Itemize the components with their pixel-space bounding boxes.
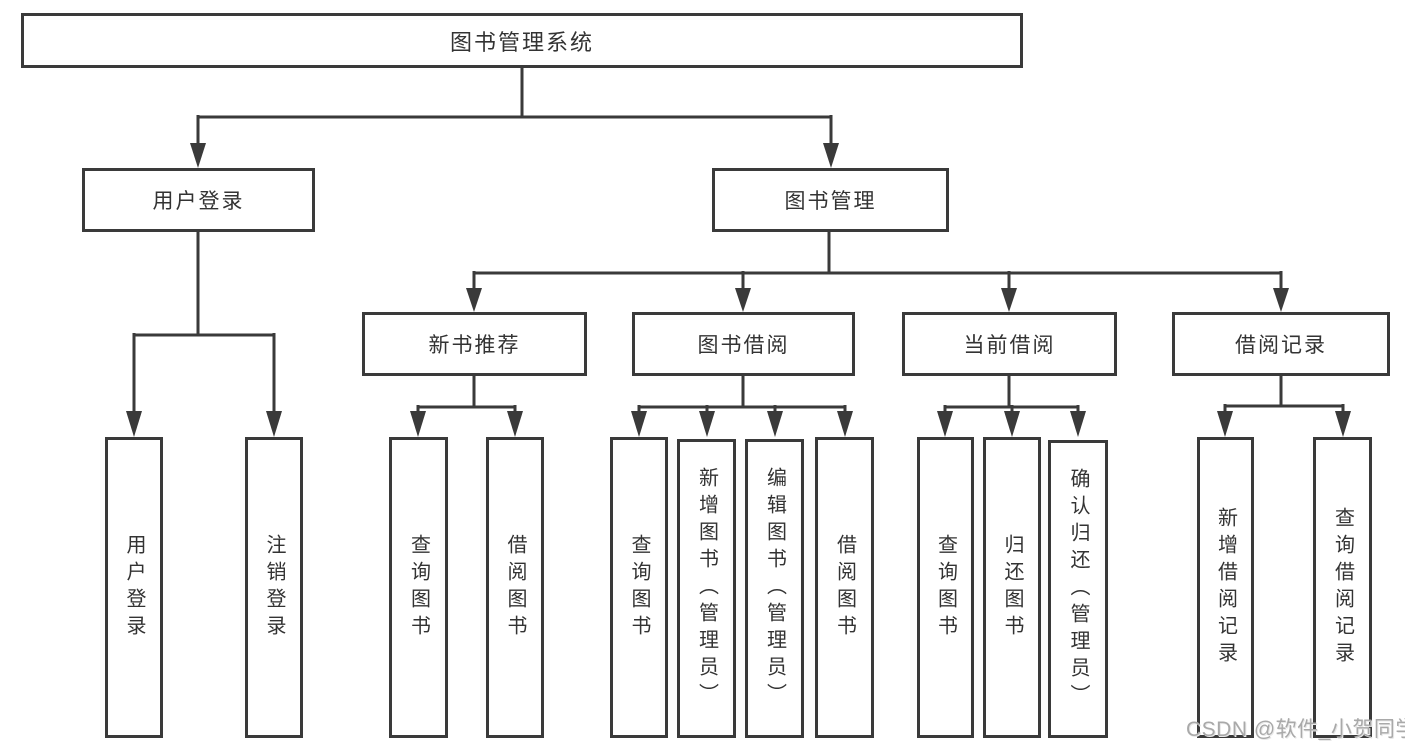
- leaf-query-books-recommend: 查询图书: [389, 437, 448, 738]
- leaf-borrow-books-recommend: 借阅图书: [486, 437, 544, 738]
- connector-records-to-leaves: [1223, 374, 1345, 414]
- node-user-login-label: 用户登录: [152, 190, 245, 213]
- arrowheads: [126, 143, 1351, 437]
- leaf-query-borrow-record-label: 查询借阅记录: [1331, 506, 1354, 669]
- leaf-query-borrow-record: 查询借阅记录: [1313, 437, 1372, 738]
- leaf-query-books-current-label: 查询图书: [934, 533, 957, 642]
- leaf-add-borrow-record: 新增借阅记录: [1197, 437, 1254, 738]
- node-new-book-recommend-label: 新书推荐: [428, 334, 521, 357]
- connector-bookmgmt-to-level3: [472, 230, 1283, 291]
- node-root-library-management-system: 图书管理系统: [21, 13, 1023, 68]
- connector-current-to-leaves: [943, 374, 1080, 414]
- leaf-borrow-books: 借阅图书: [815, 437, 874, 738]
- leaf-query-books-current: 查询图书: [917, 437, 974, 738]
- leaf-user-login-label: 用户登录: [123, 533, 145, 642]
- leaf-confirm-return-admin: 确认归还（管理员）: [1048, 440, 1108, 738]
- node-borrow-records-label: 借阅记录: [1235, 334, 1327, 357]
- leaf-borrow-books-label: 借阅图书: [833, 533, 856, 642]
- node-root-label: 图书管理系统: [449, 29, 594, 55]
- leaf-add-borrow-record-label: 新增借阅记录: [1214, 506, 1237, 669]
- leaf-logout: 注销登录: [245, 437, 303, 738]
- node-book-management-label: 图书管理: [784, 190, 877, 213]
- leaf-add-books-admin: 新增图书（管理员）: [677, 439, 736, 738]
- leaf-confirm-return-admin-label: 确认归还（管理员）: [1067, 467, 1089, 711]
- leaf-add-books-admin-label: 新增图书（管理员）: [695, 467, 718, 710]
- leaf-borrow-books-recommend-label: 借阅图书: [504, 533, 526, 642]
- leaf-edit-books-admin: 编辑图书（管理员）: [745, 439, 804, 738]
- leaf-user-login: 用户登录: [105, 437, 163, 738]
- connector-borrow-to-leaves: [637, 374, 847, 414]
- leaf-return-books-label: 归还图书: [1001, 533, 1023, 642]
- leaf-query-books-recommend-label: 查询图书: [407, 533, 430, 642]
- leaf-query-books-borrow: 查询图书: [610, 437, 668, 738]
- node-current-borrow: 当前借阅: [902, 312, 1117, 376]
- node-book-borrow: 图书借阅: [632, 312, 855, 376]
- node-borrow-records: 借阅记录: [1172, 312, 1390, 376]
- node-user-login: 用户登录: [82, 168, 315, 232]
- node-current-borrow-label: 当前借阅: [963, 334, 1056, 357]
- node-book-borrow-label: 图书借阅: [697, 334, 790, 357]
- leaf-logout-label: 注销登录: [263, 533, 285, 642]
- csdn-watermark: CSDN @软件_小贺同学: [1186, 718, 1405, 741]
- connector-recommend-to-leaves: [416, 374, 517, 414]
- connector-userlogin-to-leaves: [132, 230, 276, 414]
- node-new-book-recommend: 新书推荐: [362, 312, 587, 376]
- leaf-query-books-borrow-label: 查询图书: [628, 533, 650, 642]
- leaf-edit-books-admin-label: 编辑图书（管理员）: [763, 467, 786, 710]
- leaf-return-books: 归还图书: [983, 437, 1041, 738]
- connector-root-to-level2: [196, 66, 833, 146]
- node-book-management: 图书管理: [712, 168, 949, 232]
